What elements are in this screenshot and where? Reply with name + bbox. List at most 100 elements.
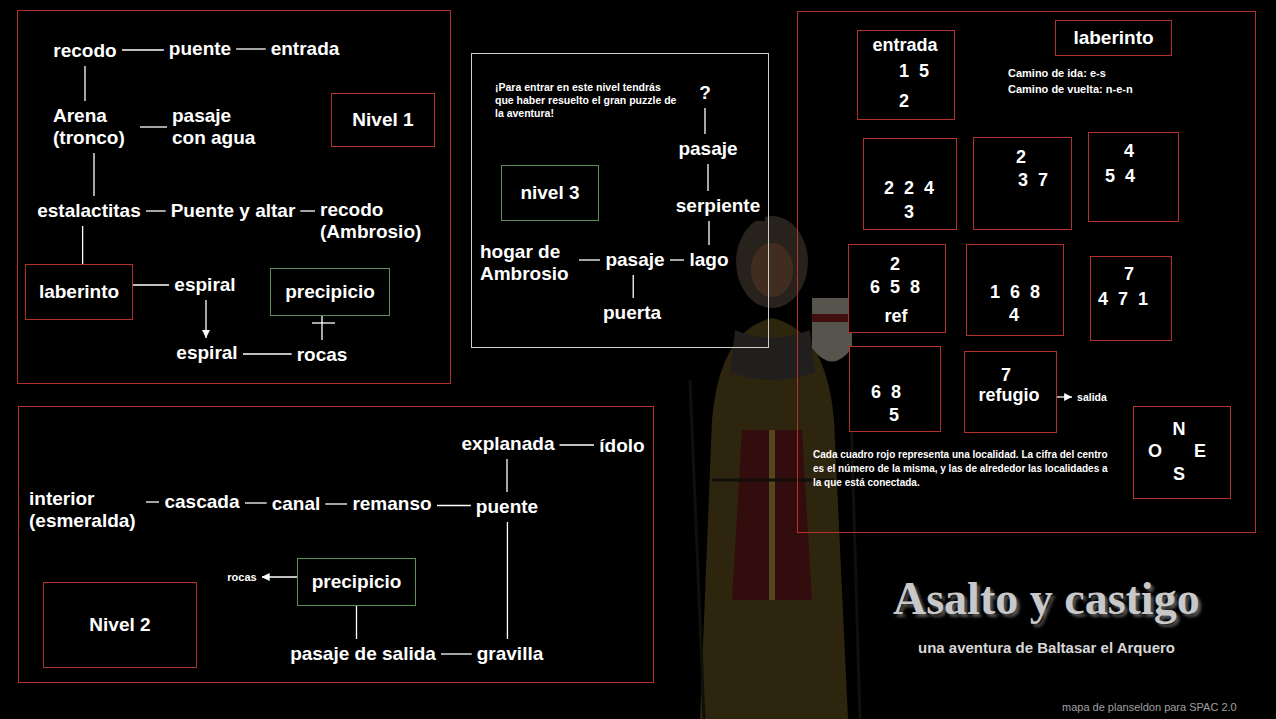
- node-text: hogar de Ambrosio: [480, 241, 574, 285]
- node-text: lago: [689, 249, 728, 271]
- path-connector: [146, 501, 159, 502]
- path-connector: [122, 49, 164, 50]
- path-connector: [708, 221, 709, 245]
- node-text: espiral: [174, 274, 235, 296]
- knight-tunic: [732, 430, 812, 600]
- node-text: N: [1173, 420, 1186, 440]
- location-label: pasaje de salida: [285, 639, 441, 669]
- node-text: pasaje con agua: [172, 105, 264, 149]
- node-text: pasaje de salida: [290, 643, 436, 665]
- path-connector: [704, 108, 705, 134]
- node-text: laberinto: [39, 281, 119, 303]
- node-text: 7: [1001, 366, 1011, 386]
- location-label: canal: [267, 489, 326, 519]
- location-box: 7 4 7 1: [1090, 256, 1172, 341]
- map-panel: explanada ídolo interior (esmeralda) cascad…: [18, 406, 654, 683]
- node-text: 4: [1009, 306, 1019, 326]
- path-connector: [437, 505, 471, 506]
- path-connector: [441, 653, 472, 654]
- location-label: explanada: [457, 429, 560, 459]
- location-box: 1 6 8 4: [966, 244, 1064, 336]
- location-label: puerta: [598, 298, 666, 328]
- node-text: 5 4: [1105, 167, 1135, 187]
- location-box: laberinto: [25, 264, 133, 320]
- node-text: 4: [1124, 142, 1134, 162]
- path-connector: [1057, 396, 1072, 397]
- node-text: ref: [884, 307, 907, 327]
- subtitle-text: una aventura de Baltasar el Arquero: [918, 640, 1175, 657]
- node-text: O: [1148, 442, 1162, 462]
- path-connector: [205, 300, 206, 338]
- node-text: Puente y altar: [171, 200, 296, 222]
- location-label: recodo (Ambrosio): [315, 195, 433, 247]
- location-box: precipicio: [270, 268, 390, 316]
- node-text: puerta: [603, 302, 661, 324]
- node-text: laberinto: [1073, 27, 1153, 49]
- location-box: 23 7: [973, 137, 1072, 230]
- location-label: pasaje con agua: [167, 101, 269, 153]
- node-text: estalactitas: [37, 200, 141, 222]
- node-text: entrada: [872, 36, 937, 56]
- location-label: rocas: [292, 340, 353, 370]
- node-text: 2: [1016, 148, 1026, 168]
- location-label: rocas: [222, 567, 261, 588]
- map-panel: recodo puente entradaArena (tronco) pasaje …: [17, 10, 451, 384]
- location-label: pasaje: [600, 245, 669, 275]
- knight-stripe: [769, 430, 775, 600]
- node-text: nivel 3: [520, 182, 579, 204]
- location-label: pasaje: [673, 134, 742, 164]
- location-box: laberinto: [1055, 20, 1172, 56]
- location-label: estalactitas: [32, 196, 146, 226]
- glass-leading: [690, 380, 860, 719]
- node-text: entrada: [271, 38, 340, 60]
- location-label: espiral: [169, 270, 240, 300]
- location-box: nivel 3: [501, 165, 599, 221]
- location-box: 2 2 43: [863, 138, 957, 230]
- path-connector: [633, 275, 634, 298]
- node-text: canal: [272, 493, 321, 515]
- location-box: Nivel 2: [43, 582, 197, 668]
- t-bar: [312, 322, 335, 323]
- path-connector: [236, 48, 266, 49]
- knight-face: [751, 243, 793, 297]
- node-text: cascada: [164, 491, 239, 513]
- path-connector: [321, 316, 322, 340]
- node-text: Nivel 2: [89, 614, 150, 636]
- panel-note: ¡Para entrar en este nivel tendrás que h…: [495, 81, 677, 120]
- node-text: recodo: [53, 40, 116, 62]
- location-box: 45 4: [1088, 132, 1179, 222]
- node-text: Arena (tronco): [53, 105, 135, 149]
- node-text: explanada: [462, 433, 555, 455]
- location-label: entrada: [266, 34, 345, 64]
- node-text: espiral: [176, 342, 237, 364]
- node-text: 7: [1124, 265, 1134, 285]
- location-box: Nivel 1: [331, 93, 435, 147]
- node-text: Nivel 1: [352, 109, 413, 131]
- path-connector: [93, 153, 94, 196]
- location-box: NOES: [1133, 406, 1231, 499]
- node-text: 6 5 8: [870, 278, 920, 298]
- location-label: interior (esmeralda): [24, 484, 146, 536]
- path-connector: [507, 522, 508, 639]
- location-label: ídolo: [594, 431, 649, 461]
- path-connector: [146, 210, 166, 211]
- location-label: remanso: [347, 489, 436, 519]
- node-text: S: [1173, 465, 1185, 485]
- path-connector: [707, 164, 708, 191]
- path-connector: [670, 259, 685, 260]
- panel-note: Camino de vuelta: n-e-n: [1008, 82, 1133, 96]
- panel-note: Camino de ida: e-s: [1008, 66, 1106, 80]
- knight-mail: [730, 330, 815, 380]
- path-connector: [356, 606, 357, 639]
- path-connector: [84, 66, 85, 101]
- node-text: gravilla: [477, 643, 544, 665]
- location-box: precipicio: [297, 558, 416, 606]
- node-text: refugio: [979, 386, 1040, 406]
- node-text: 5: [889, 406, 899, 426]
- path-connector: [506, 459, 507, 492]
- node-text: 1 6 8: [990, 283, 1040, 303]
- location-label: salida: [1072, 387, 1112, 407]
- node-text: 4 7 1: [1098, 290, 1148, 310]
- location-label: puente: [164, 34, 236, 64]
